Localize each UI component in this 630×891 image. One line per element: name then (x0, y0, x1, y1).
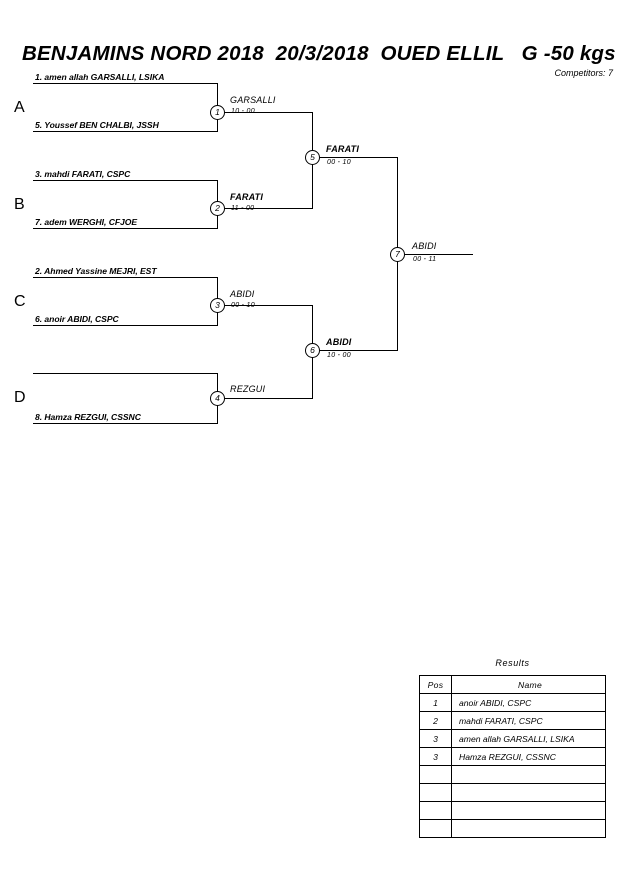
results-col-name: Name (451, 675, 606, 694)
bracket-rail-d2 (33, 423, 218, 424)
match-score-5: 00 - 10 (327, 159, 351, 166)
result-pos (419, 801, 452, 820)
advance-line-3 (225, 305, 313, 306)
advance-line-6 (320, 350, 398, 351)
competitor-b1: 3. mahdi FARATI, CSPC (35, 169, 131, 179)
competitor-b2: 7. adem WERGHI, CFJOE (35, 217, 138, 227)
result-name: amen allah GARSALLI, LSIKA (451, 729, 606, 748)
competitor-d2: 8. Hamza REZGUI, CSSNC (35, 412, 141, 422)
bracket-rail-d1 (33, 373, 218, 374)
match-number-1[interactable]: 1 (210, 105, 225, 120)
match-number-7[interactable]: 7 (390, 247, 405, 262)
table-row (419, 765, 606, 784)
result-pos: 3 (419, 729, 452, 748)
page-title: BENJAMINS NORD 2018 20/3/2018 OUED ELLIL… (22, 42, 616, 65)
group-label-b: B (14, 196, 25, 213)
match-winner-3: ABIDI (230, 289, 255, 299)
match-winner-6: ABIDI (326, 337, 352, 347)
results-header-row: Pos Name (419, 675, 606, 694)
result-name: Hamza REZGUI, CSSNC (451, 747, 606, 766)
match-winner-7: ABIDI (412, 241, 437, 251)
table-row (419, 819, 606, 838)
competitor-a2: 5. Youssef BEN CHALBI, JSSH (35, 120, 159, 130)
group-label-a: A (14, 99, 25, 116)
competitors-count: Competitors: 7 (554, 68, 613, 78)
bracket-rail-c2 (33, 325, 218, 326)
match-number-4[interactable]: 4 (210, 391, 225, 406)
results-title: Results (495, 658, 530, 668)
bracket-rail-a1 (33, 83, 218, 84)
competitor-a1: 1. amen allah GARSALLI, LSIKA (35, 72, 165, 82)
bracket-rail-c1 (33, 277, 218, 278)
result-name (451, 819, 606, 838)
bracket-rail-a2 (33, 131, 218, 132)
table-row: 3 Hamza REZGUI, CSSNC (419, 747, 606, 766)
result-pos: 2 (419, 711, 452, 730)
result-name (451, 783, 606, 802)
champion-line (405, 254, 473, 255)
table-row (419, 783, 606, 802)
bracket-rail-b2 (33, 228, 218, 229)
result-name: mahdi FARATI, CSPC (451, 711, 606, 730)
advance-line-2 (225, 208, 313, 209)
result-pos (419, 765, 452, 784)
advance-line-1 (225, 112, 313, 113)
result-pos: 1 (419, 693, 452, 712)
result-pos: 3 (419, 747, 452, 766)
match-score-1: 10 - 00 (231, 108, 255, 115)
group-label-d: D (14, 389, 26, 406)
results-col-pos: Pos (419, 675, 452, 694)
match-score-7: 00 - 11 (413, 256, 437, 263)
bracket-rail-b1 (33, 180, 218, 181)
match-number-3[interactable]: 3 (210, 298, 225, 313)
advance-line-5 (320, 157, 398, 158)
result-name: anoir ABIDI, CSPC (451, 693, 606, 712)
match-winner-2: FARATI (230, 192, 264, 202)
result-pos (419, 819, 452, 838)
match-number-2[interactable]: 2 (210, 201, 225, 216)
match-winner-5: FARATI (326, 144, 360, 154)
table-row: 1 anoir ABIDI, CSPC (419, 693, 606, 712)
advance-line-4 (225, 398, 313, 399)
table-row (419, 801, 606, 820)
result-name (451, 765, 606, 784)
result-pos (419, 783, 452, 802)
competitor-c1: 2. Ahmed Yassine MEJRI, EST (35, 266, 157, 276)
competitor-c2: 6. anoir ABIDI, CSPC (35, 314, 119, 324)
results-table: Pos Name 1 anoir ABIDI, CSPC 2 mahdi FAR… (419, 675, 606, 838)
table-row: 2 mahdi FARATI, CSPC (419, 711, 606, 730)
match-number-5[interactable]: 5 (305, 150, 320, 165)
result-name (451, 801, 606, 820)
table-row: 3 amen allah GARSALLI, LSIKA (419, 729, 606, 748)
match-number-6[interactable]: 6 (305, 343, 320, 358)
match-score-6: 10 - 00 (327, 352, 351, 359)
match-winner-4: REZGUI (230, 384, 266, 394)
match-winner-1: GARSALLI (230, 95, 276, 105)
group-label-c: C (14, 293, 26, 310)
